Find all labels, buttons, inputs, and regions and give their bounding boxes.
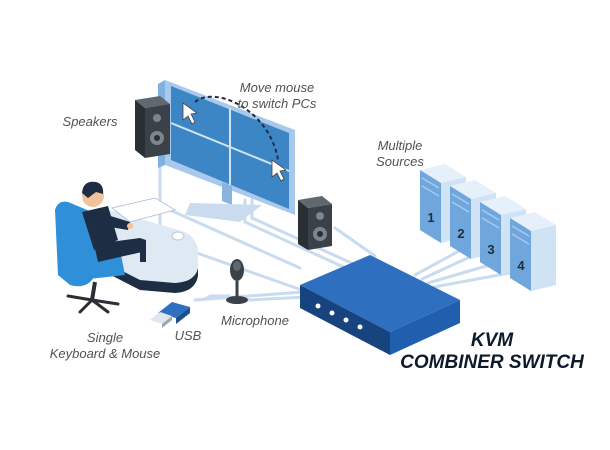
- title-kvm-combiner-switch: KVM COMBINER SWITCH: [392, 330, 592, 374]
- keyboard: [110, 197, 177, 223]
- label-single-keyboard-mouse: Single Keyboard & Mouse: [40, 330, 170, 362]
- cursor-icon: [182, 102, 199, 125]
- servers: 1 2 3 4: [420, 164, 556, 291]
- label-multiple-sources: Multiple Sources: [360, 138, 440, 170]
- usb-cable: [150, 294, 230, 328]
- server-number: 3: [487, 242, 494, 257]
- server-number: 2: [457, 226, 464, 241]
- label-microphone: Microphone: [215, 313, 295, 329]
- label-speakers-text: Speakers: [62, 114, 118, 129]
- label-single-line2: Keyboard & Mouse: [49, 346, 161, 361]
- label-usb-text: USB: [174, 328, 202, 343]
- label-usb: USB: [170, 328, 206, 344]
- label-move-mouse-line2: to switch PCs: [237, 96, 317, 111]
- server-number: 4: [517, 258, 525, 273]
- label-multiple-sources-line2: Sources: [376, 154, 424, 169]
- label-multiple-sources-line1: Multiple: [377, 138, 423, 153]
- server-number: 1: [427, 210, 434, 225]
- label-microphone-text: Microphone: [221, 313, 289, 328]
- cursor-icon: [271, 159, 288, 182]
- microphone: [226, 259, 248, 304]
- label-speakers: Speakers: [60, 114, 120, 130]
- label-single-line1: Single: [86, 330, 124, 345]
- mouse: [171, 231, 185, 241]
- title-line1: KVM: [470, 330, 514, 351]
- speaker-right: [298, 196, 332, 250]
- kvm-switch: [300, 255, 460, 355]
- title-line2: COMBINER SWITCH: [400, 352, 584, 373]
- speaker-left: [135, 96, 170, 158]
- dashed-arc: [194, 95, 279, 161]
- server-2: 2: [450, 180, 496, 259]
- person-chair: [55, 181, 146, 314]
- server-4: 4: [510, 212, 556, 291]
- label-move-mouse-line1: Move mouse: [239, 80, 315, 95]
- label-move-mouse: Move mouse to switch PCs: [222, 80, 332, 112]
